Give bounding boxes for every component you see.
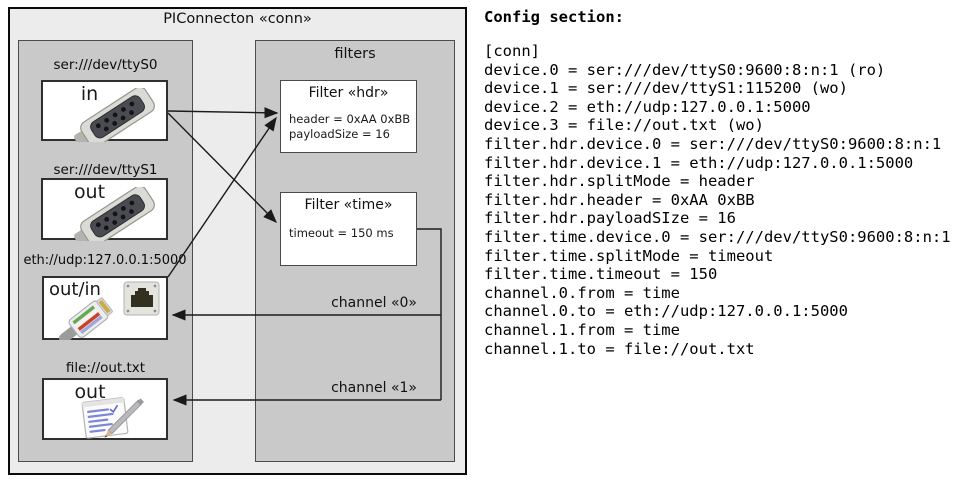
device-box-ttys0: in <box>41 80 168 142</box>
device-box-eth: out/in <box>42 276 168 340</box>
device-label-file: file://out.txt <box>65 360 146 376</box>
device-direction-label: out <box>73 181 106 203</box>
device-label-ttys0: ser:///dev/ttyS0 <box>53 57 158 73</box>
filter-time-prop-timeout: timeout = 150 ms <box>289 226 394 240</box>
device-direction-label: in <box>80 83 99 105</box>
channel-1-label: channel «1» <box>331 380 417 396</box>
device-direction-label: out/in <box>49 279 101 300</box>
ethernet-plug-icon <box>58 297 113 340</box>
filter-hdr-box: Filter «hdr» header = 0xAA 0xBB payloadS… <box>280 80 417 153</box>
channel-0-label: channel «0» <box>331 295 417 311</box>
config-section-body: [conn] device.0 = ser:///dev/ttyS0:9600:… <box>484 42 951 358</box>
device-direction-label: out <box>74 381 106 403</box>
device-label-ttys1: ser:///dev/ttyS1 <box>53 162 158 178</box>
filter-time-box: Filter «time» timeout = 150 ms <box>280 192 417 266</box>
filter-hdr-prop-payloadsize: payloadSize = 16 <box>289 127 390 141</box>
filter-time-title: Filter «time» <box>304 197 393 213</box>
filter-hdr-title: Filter «hdr» <box>308 85 389 101</box>
filter-hdr-prop-header: header = 0xAA 0xBB <box>289 112 411 126</box>
connector-title: PIConnecton «conn» <box>163 11 312 27</box>
device-box-ttys1: out <box>41 178 168 241</box>
config-section-heading: Config section: <box>484 8 624 26</box>
device-box-file: out <box>42 378 168 440</box>
device-label-eth: eth://udp:127.0.0.1:5000 <box>23 253 187 268</box>
pencil-icon <box>104 398 145 438</box>
filters-group-title: filters <box>334 46 376 62</box>
